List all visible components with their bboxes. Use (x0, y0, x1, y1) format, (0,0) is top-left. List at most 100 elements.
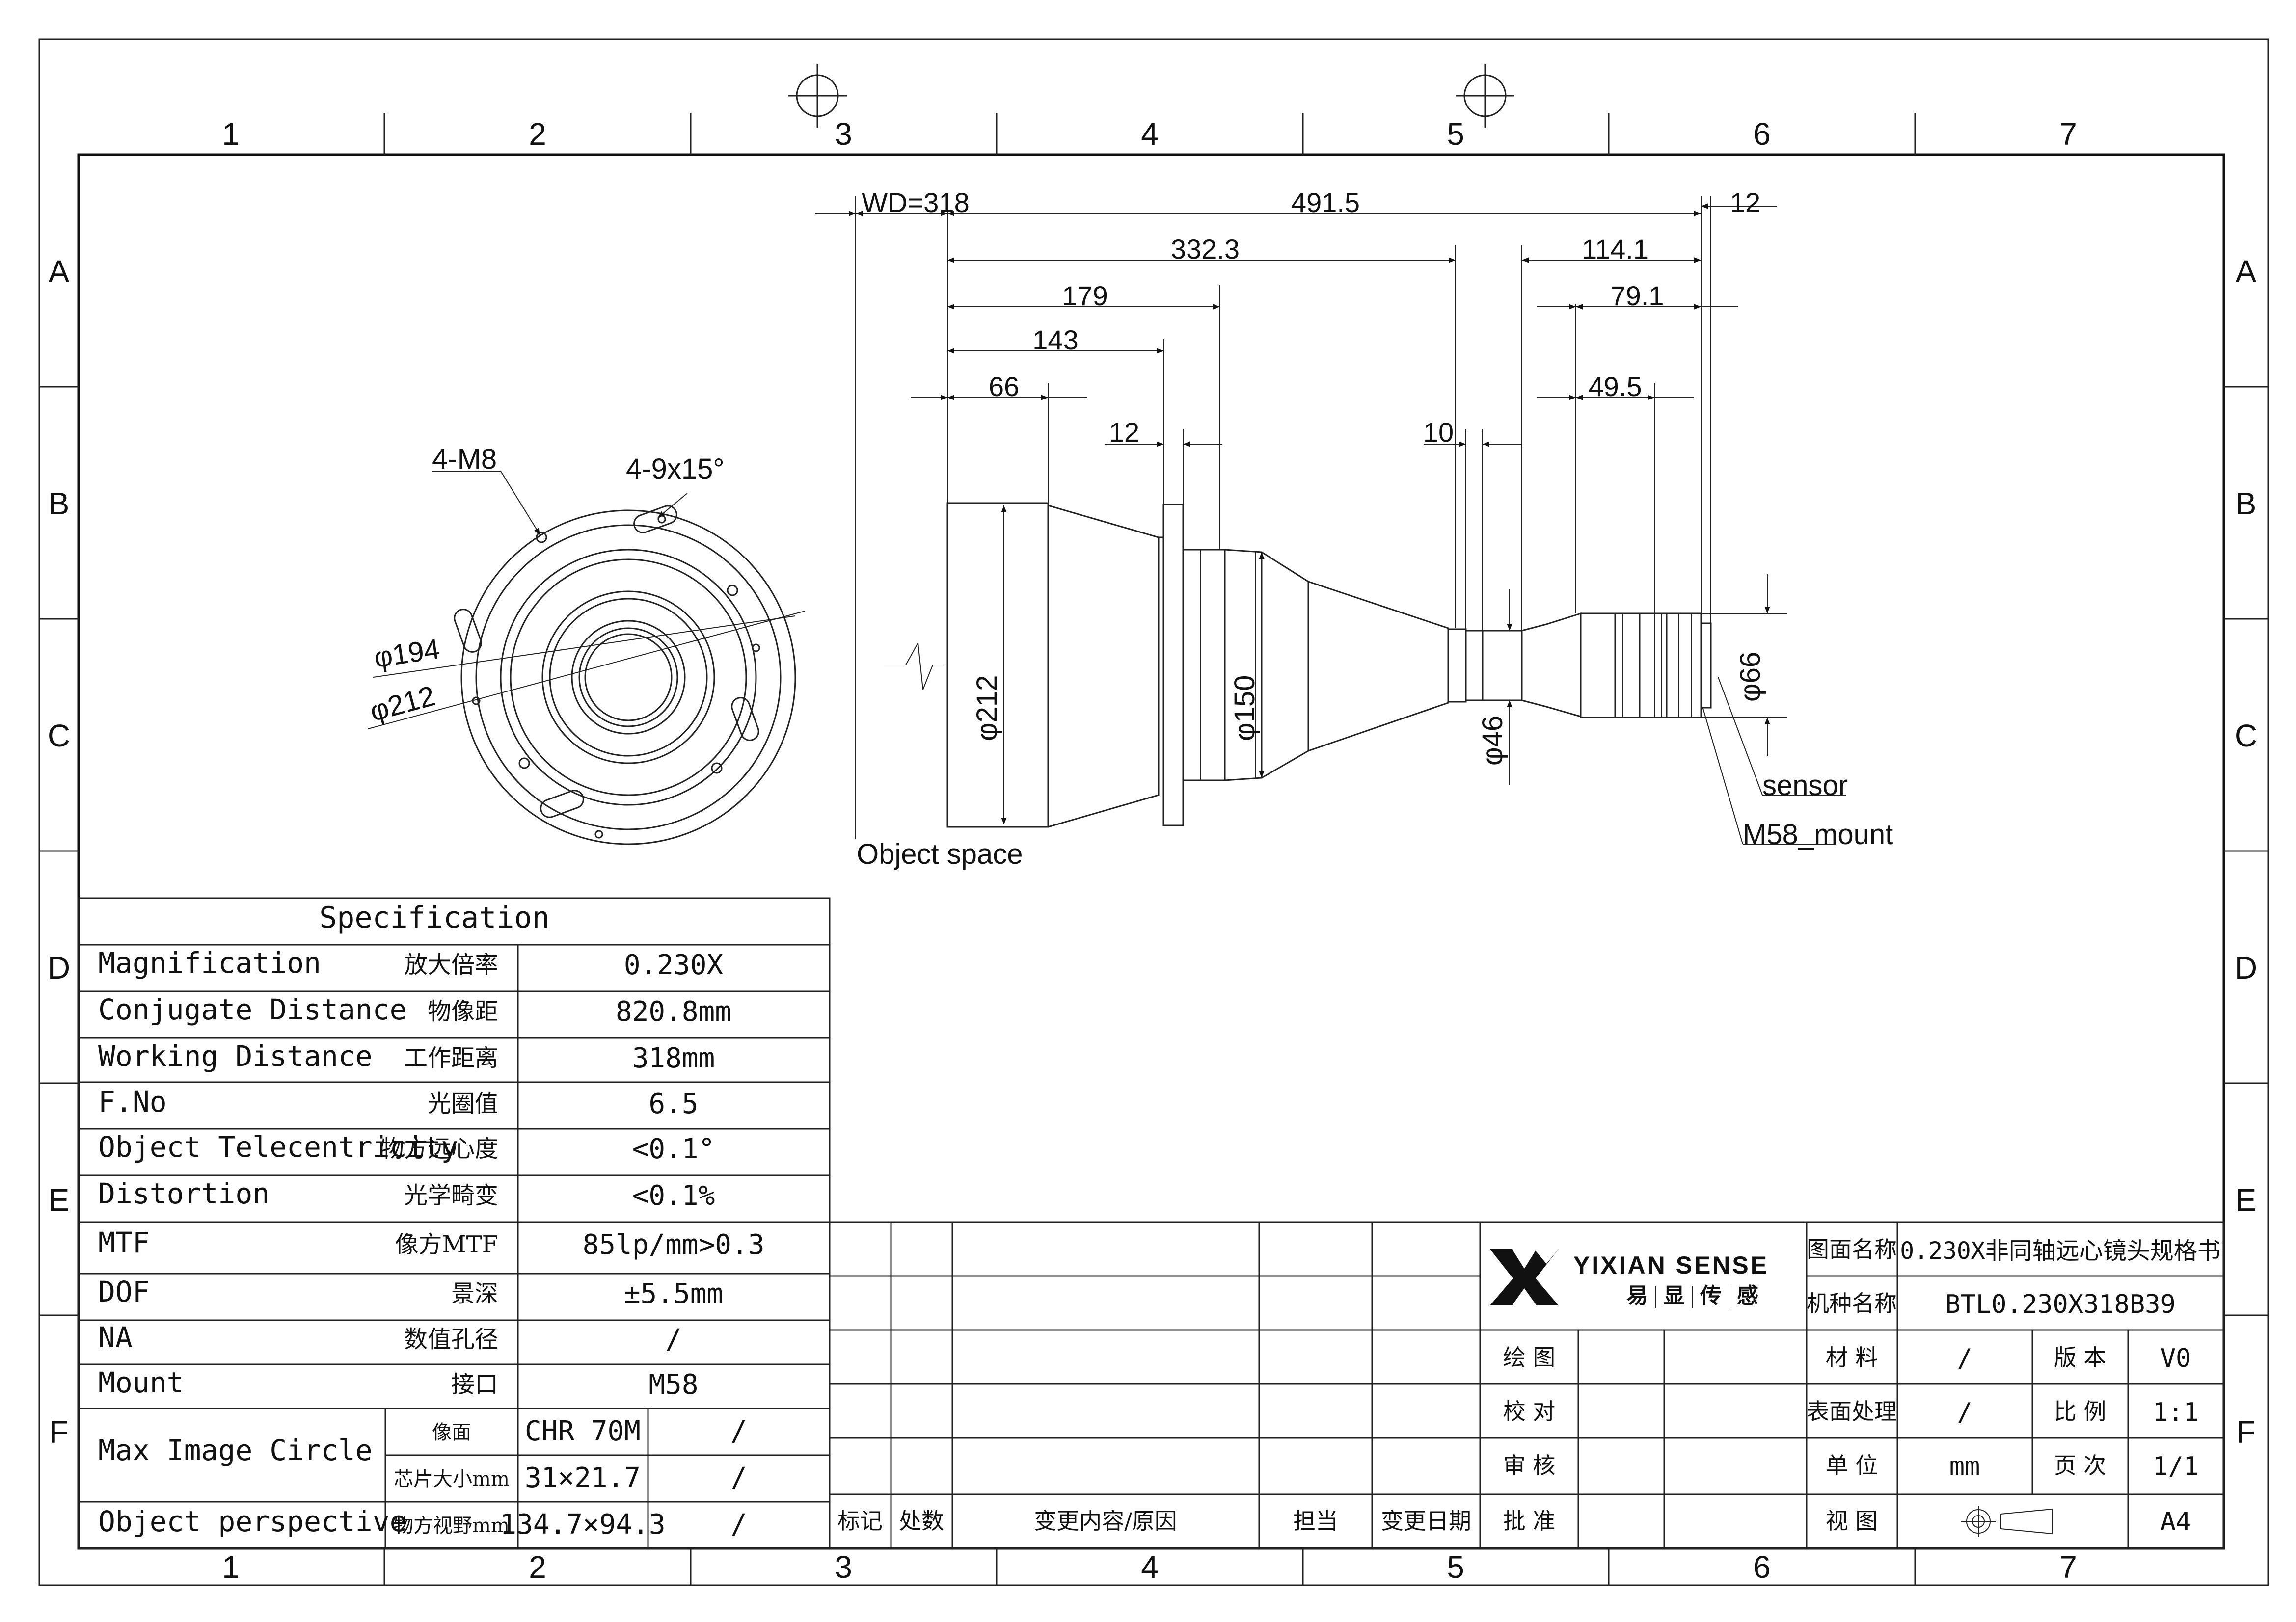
spec-label-en: Magnification (98, 946, 321, 980)
spec-label-cn: 物像距 (428, 998, 498, 1025)
dim-d150: φ150 (1229, 675, 1261, 741)
version-value: V0 (2161, 1344, 2191, 1373)
row-label-f-right: F (2236, 1414, 2255, 1450)
label-d212: φ212 (367, 680, 439, 728)
col-label-1: 1 (222, 116, 240, 152)
col-label-6: 6 (1753, 116, 1771, 152)
mounting-holes (472, 515, 760, 839)
spec-value: ±5.5mm (624, 1278, 723, 1310)
rev-header: 处数 (899, 1508, 944, 1534)
spec-value: 31×21.7 (525, 1462, 641, 1494)
unit-value: mm (1949, 1452, 1980, 1481)
dim-79-1: 79.1 (1611, 280, 1664, 311)
surface-value: / (1957, 1398, 1972, 1427)
spec-value: 820.8mm (616, 996, 731, 1028)
label-scale: 比 例 (2054, 1398, 2107, 1425)
col-label-1-bottom: 1 (222, 1549, 240, 1585)
spec-value: 134.7×94.3 (500, 1509, 665, 1541)
logo-text-cn: 易 (1626, 1284, 1648, 1308)
row-label-d: D (48, 950, 70, 985)
spec-value: CHR 70M (525, 1415, 641, 1447)
spec-label-en: Object Telecentricity (98, 1130, 458, 1164)
spec-label-cn: 景深 (451, 1280, 498, 1307)
dim-332-3: 332.3 (1171, 234, 1240, 265)
dim-12-tail: 12 (1730, 187, 1760, 218)
spec-label-en: DOF (98, 1275, 150, 1308)
spec-value: <0.1° (632, 1133, 715, 1165)
logo-text-cn: 显 (1663, 1284, 1685, 1308)
col-label-2-bottom: 2 (529, 1549, 546, 1585)
rev-header: 标记 (837, 1508, 883, 1534)
row-label-c: C (48, 718, 70, 753)
spec-label-en: Max Image Circle (98, 1434, 373, 1467)
spec-label-en: Distortion (98, 1177, 270, 1210)
dim-d66: φ66 (1734, 652, 1766, 702)
spec-value: 6.5 (648, 1088, 698, 1120)
spec-value: <0.1% (632, 1180, 715, 1212)
dim-d46: φ46 (1477, 716, 1509, 766)
scale-value: 1:1 (2153, 1398, 2199, 1427)
dim-10: 10 (1423, 417, 1454, 448)
row-label-d-right: D (2235, 950, 2257, 985)
label-unit: 单 位 (1826, 1452, 1878, 1479)
centering-mark-right (1456, 64, 1514, 128)
label-surface: 表面处理 (1807, 1398, 1897, 1425)
dim-143: 143 (1032, 324, 1078, 355)
callout-m58-mount: M58_mount (1743, 819, 1893, 851)
row-label-a-right: A (2236, 254, 2257, 289)
label-view: 视 图 (1826, 1508, 1878, 1534)
label-4-m8: 4-M8 (432, 443, 497, 475)
centering-mark-left (788, 64, 847, 128)
spec-value: / (665, 1324, 682, 1356)
col-label-2: 2 (529, 116, 546, 152)
spec-sub-label: 物方视野mm (394, 1515, 510, 1537)
row-label-e-right: E (2236, 1182, 2257, 1218)
label-d194: φ194 (372, 633, 442, 674)
spec-label-en: MTF (98, 1226, 150, 1259)
dim-12-flange: 12 (1109, 417, 1139, 448)
drawing-frame: 1 2 3 4 5 6 7 1 2 3 4 5 6 7 A B C D E F … (38, 38, 2269, 1586)
spec-extra: / (730, 1462, 747, 1494)
col-label-7-bottom: 7 (2059, 1549, 2077, 1585)
label-model: 机种名称 (1807, 1290, 1897, 1317)
spec-label-cn: 工作距离 (404, 1044, 498, 1072)
row-label-e: E (49, 1182, 70, 1218)
spec-label-cn: 物方远心度 (380, 1135, 498, 1163)
spec-label-cn: 数值孔径 (404, 1326, 498, 1353)
drawing-name: 0.230X非同轴远心镜头规格书 (1900, 1237, 2220, 1265)
col-label-4: 4 (1141, 116, 1159, 152)
col-label-4-bottom: 4 (1141, 1549, 1159, 1585)
spec-label-en: Conjugate Distance (98, 993, 407, 1026)
callout-object-space: Object space (857, 838, 1023, 870)
dim-wd: WD=318 (862, 187, 969, 218)
spec-label-cn: 接口 (451, 1371, 498, 1398)
title-block: YIXIAN SENSE 易 显 传 感 绘 图 校 对 审 核 批 准 图面名… (1479, 1221, 2225, 1549)
label-4-9x15: 4-9x15° (626, 453, 725, 485)
row-label-f: F (49, 1414, 68, 1450)
side-view: WD=318 491.5 12 332.3 114.1 179 79.1 143… (815, 187, 1893, 870)
spec-label-en: Mount (98, 1366, 184, 1399)
spec-label-cn: 放大倍率 (404, 951, 498, 979)
front-view: 4-M8 4-9x15° φ194 φ212 (367, 443, 806, 845)
col-label-5: 5 (1447, 116, 1464, 152)
spec-title: Specification (319, 901, 550, 935)
col-label-3: 3 (835, 116, 852, 152)
dim-49-5: 49.5 (1589, 371, 1642, 402)
spec-value: M58 (648, 1369, 698, 1401)
dim-491-5: 491.5 (1291, 187, 1360, 218)
callout-sensor: sensor (1762, 770, 1848, 801)
row-label-b-right: B (2236, 486, 2257, 521)
logo-x-mark-icon (1490, 1249, 1559, 1305)
dim-179: 179 (1062, 280, 1107, 311)
spec-label-en: F.No (98, 1085, 167, 1118)
spec-label-cn: 光学畸变 (404, 1182, 498, 1209)
spec-value: 85lp/mm>0.3 (583, 1229, 765, 1261)
model-name: BTL0.230X318B39 (1945, 1290, 2176, 1319)
spec-extra: / (730, 1415, 747, 1447)
yixian-sense-logo: YIXIAN SENSE 易 显 传 感 (1490, 1249, 1767, 1308)
spec-label-en: Object perspective (98, 1505, 407, 1538)
logo-text-cn: 感 (1737, 1284, 1758, 1308)
dim-114-1: 114.1 (1582, 234, 1648, 265)
row-label-a: A (49, 254, 70, 289)
